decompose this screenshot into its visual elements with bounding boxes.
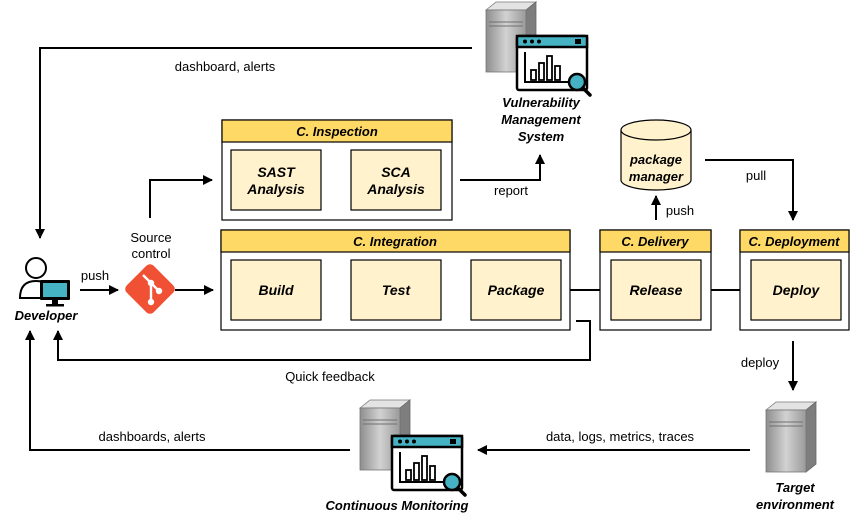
group-deployment: C. Deployment Deploy [739,229,850,331]
edges [25,47,798,455]
source-control: Source control [125,230,175,314]
monitoring-label: Continuous Monitoring [326,498,469,513]
step-build: Build [230,259,322,321]
edge-inspection-report-to-vms [460,154,545,181]
svg-text:Analysis: Analysis [246,181,305,197]
label-push-package: push [666,203,694,218]
edge-monitoring-to-developer [25,330,350,451]
source-control-label-1: Source [130,230,171,245]
svg-text:Release: Release [630,282,683,298]
label-telemetry: data, logs, metrics, traces [546,429,695,444]
group-integration-title: C. Integration [353,234,437,249]
svg-text:Package: Package [488,282,545,298]
dashboard-magnifier-icon [515,34,592,97]
package-manager-label-2: manager [629,169,684,184]
step-test: Test [350,259,442,321]
user-with-monitor-icon [18,257,70,307]
svg-text:Deploy: Deploy [773,282,821,298]
svg-text:Test: Test [382,282,412,298]
label-dashboard-alerts: dashboard, alerts [175,59,276,74]
label-deploy: deploy [741,355,780,370]
vms-label-2: Management [501,112,581,127]
group-deployment-title: C. Deployment [748,234,840,249]
group-delivery-title: C. Delivery [621,234,689,249]
svg-text:Analysis: Analysis [366,181,425,197]
group-integration: C. Integration Build Test Package [220,229,571,331]
step-sast-analysis: SAST Analysis [230,149,322,211]
edge-package-manager-pull-to-deployment [705,159,798,221]
step-deploy: Deploy [750,259,842,321]
label-dashboards-alerts: dashboards, alerts [99,429,206,444]
continuous-monitoring: Continuous Monitoring [326,399,469,513]
edge-quick-feedback [53,320,591,361]
edge-git-to-inspection [149,175,213,218]
git-icon [125,264,175,314]
vms-label-1: Vulnerability [502,95,581,110]
package-manager: package manager [620,119,692,191]
source-control-label-2: control [131,246,170,261]
dashboard-magnifier-icon [390,434,467,497]
svg-text:SCA: SCA [381,164,411,180]
group-inspection-title: C. Inspection [296,124,378,139]
step-sca-analysis: SCA Analysis [350,149,442,211]
target-environment: Target environment [756,401,835,512]
package-manager-label-1: package [629,152,682,167]
developer-label: Developer [15,308,79,323]
server-icon [765,401,817,473]
step-package: Package [470,259,562,321]
label-pull: pull [746,168,766,183]
group-inspection: C. Inspection SAST Analysis SCA Analysis [221,119,453,221]
edge-vms-to-developer [35,47,472,239]
label-push-developer: push [81,268,109,283]
label-quick-feedback: Quick feedback [285,369,375,384]
svg-text:SAST: SAST [257,164,296,180]
vms-label-3: System [518,129,565,144]
target-label-2: environment [756,497,835,512]
group-delivery: C. Delivery Release [599,229,712,331]
label-report: report [494,183,528,198]
cylinder-database-icon [620,119,692,191]
developer: Developer [15,257,79,323]
step-release: Release [610,259,702,321]
vulnerability-management-system: Vulnerability Management System [485,1,592,144]
target-label-1: Target [775,480,815,495]
svg-text:Build: Build [259,282,294,298]
